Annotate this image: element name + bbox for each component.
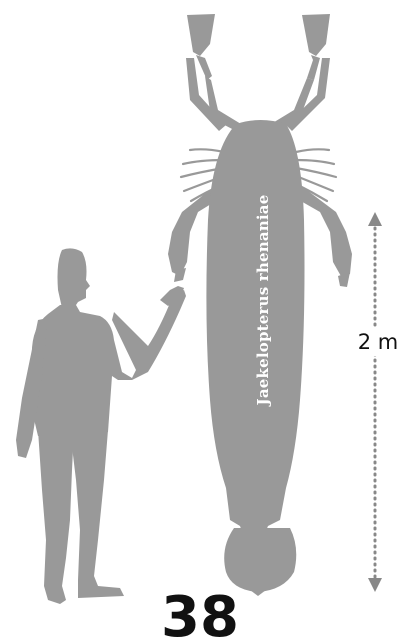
human-head [58, 248, 91, 308]
human-right-leg [70, 430, 124, 598]
scale-bar-bottom-arrow [368, 578, 382, 592]
scale-bar: 2 m [352, 212, 398, 592]
human-left-leg [38, 430, 74, 604]
right-chelicera [271, 14, 330, 131]
scale-label: 2 m [358, 330, 399, 354]
eurypterid-telson [224, 528, 296, 592]
left-chelicera [186, 14, 241, 131]
scale-bar-top-arrow [368, 212, 382, 226]
species-name-label: Jaekelopterus rhenaniae [254, 195, 272, 408]
human-torso [30, 290, 186, 436]
figure-number: 38 [161, 585, 239, 640]
human-silhouette [16, 248, 186, 604]
